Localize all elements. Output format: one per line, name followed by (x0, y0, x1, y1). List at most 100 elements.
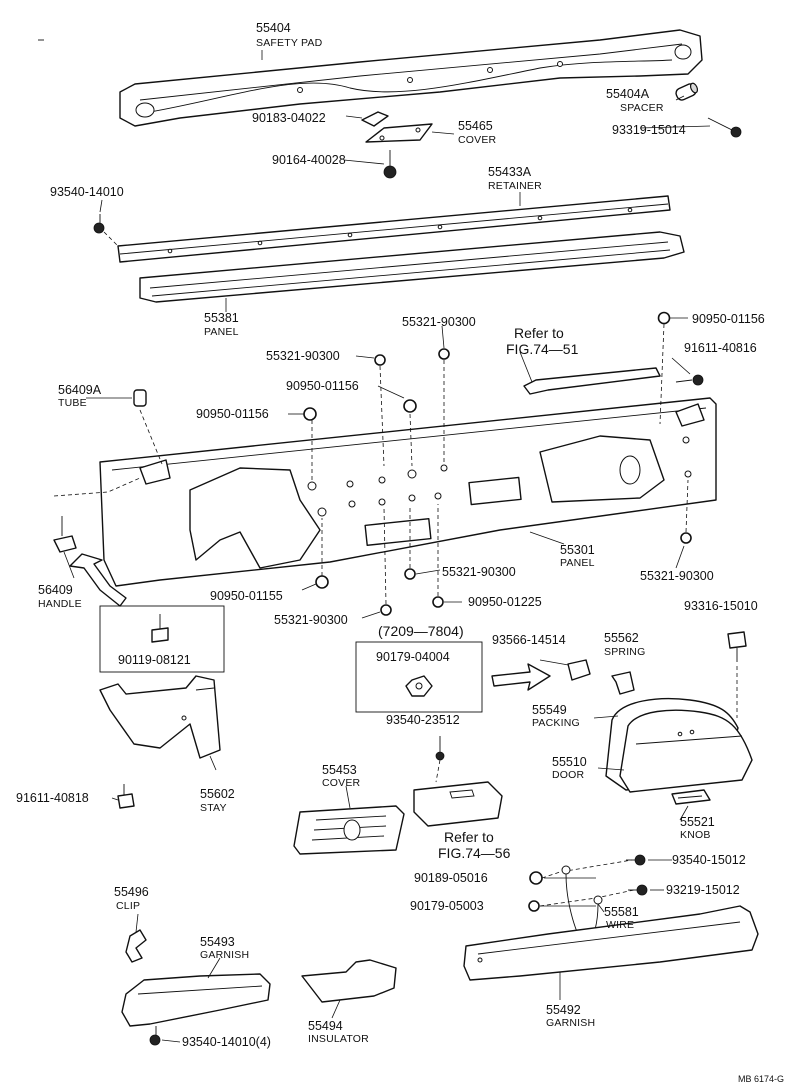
panel-55301-part (99, 397, 717, 587)
ref-fig-74-51-line1: Refer to (514, 325, 564, 341)
callout-55493-name: GARNISH (200, 949, 249, 961)
door-assembly-part (605, 697, 753, 793)
callout-55301-number: 55301 (560, 543, 595, 557)
drawing-code: MB 6174-G (738, 1074, 784, 1084)
callout-93319-15014: 93319-15014 (612, 123, 686, 137)
handle-part (53, 477, 141, 553)
screw-91611-40816-part (675, 374, 704, 386)
callout-55404-name: SAFETY PAD (256, 37, 323, 49)
callout-55404-number: 55404 (256, 21, 291, 35)
callout-91611-40818: 91611-40818 (16, 791, 89, 805)
callout-55404a-name: SPACER (620, 102, 664, 114)
pointer-arrow (69, 553, 127, 607)
stay-part (99, 675, 221, 759)
callout-56409a-name: TUBE (58, 397, 87, 409)
callout-93540-15012: 93540-15012 (672, 853, 746, 867)
cover-55465-part (365, 123, 433, 143)
callout-55496-number: 55496 (114, 885, 149, 899)
clip-93566-part (539, 659, 591, 681)
wire-fasteners (528, 854, 648, 912)
callout-55453-number: 55453 (322, 763, 357, 777)
ashtray-box-part (413, 781, 503, 827)
callout-55602-number: 55602 (200, 787, 235, 801)
callout-90164-40028: 90164-40028 (272, 153, 346, 167)
screw-93319-part (707, 117, 742, 138)
retainer-part (117, 195, 671, 263)
callout-55581-number: 55581 (604, 905, 639, 919)
flow-arrow (491, 663, 551, 691)
screw-93540-23512-part (435, 736, 445, 783)
callout-90950-01156-c: 90950-01156 (196, 407, 269, 421)
callout-56409-number: 56409 (38, 583, 73, 597)
callout-90950-01155: 90950-01155 (210, 589, 283, 603)
wire-part (561, 865, 603, 949)
fasteners-panel (303, 311, 692, 616)
callout-55465-number: 55465 (458, 119, 493, 133)
spring-part (611, 671, 635, 695)
bolt-box (99, 605, 225, 673)
bolt-93316-part (727, 631, 747, 718)
callout-55465-name: COVER (458, 134, 497, 146)
leader-lines (63, 50, 711, 1043)
callout-55510-number: 55510 (552, 755, 587, 769)
callout-90950-01225: 90950-01225 (468, 595, 542, 609)
callout-90183-04022: 90183-04022 (252, 111, 326, 125)
callout-93566-14514: 93566-14514 (492, 633, 566, 647)
callout-55433a-number: 55433A (488, 165, 532, 179)
labels: 55404 SAFETY PAD 55404A SPACER 90183-040… (16, 21, 784, 1084)
callout-55549-number: 55549 (532, 703, 567, 717)
callout-90950-01156-b: 90950-01156 (692, 312, 765, 326)
callout-90179-04004: 90179-04004 (376, 650, 450, 664)
callout-90189-05016: 90189-05016 (414, 871, 488, 885)
ref-fig-74-51-line2: FIG.74—51 (506, 341, 579, 357)
callout-55492-number: 55492 (546, 1003, 581, 1017)
ref-fig-74-56-line2: FIG.74—56 (438, 845, 511, 861)
callout-93540-14010-4: 93540-14010(4) (182, 1035, 271, 1049)
callout-55494-number: 55494 (308, 1019, 343, 1033)
callout-55510-name: DOOR (552, 769, 585, 781)
screw-90164-part (383, 150, 397, 179)
callout-90119-08121: 90119-08121 (118, 653, 191, 667)
safety-pad-part (119, 29, 703, 127)
callout-55562-name: SPRING (604, 646, 645, 658)
callout-55581-name: WIRE (606, 919, 634, 931)
callout-55521-name: KNOB (680, 829, 711, 841)
screw-93540-14010-4-part (149, 1026, 161, 1046)
callout-55301-name: PANEL (560, 557, 595, 569)
callout-55494-name: INSULATOR (308, 1033, 369, 1045)
panel-55381-part (139, 231, 685, 303)
ref-fig-74-56-line1: Refer to (444, 829, 494, 845)
garnish-55492-part (463, 905, 759, 981)
date-range-box (355, 641, 483, 713)
callout-55381-number: 55381 (204, 311, 239, 325)
callout-55404a-number: 55404A (606, 87, 650, 101)
callout-55321-90300-b: 55321-90300 (402, 315, 476, 329)
callout-55493-number: 55493 (200, 935, 235, 949)
callout-55562-number: 55562 (604, 631, 639, 645)
date-range-label: (7209—7804) (378, 623, 464, 639)
callout-55549-name: PACKING (532, 717, 580, 729)
callout-55453-name: COVER (322, 777, 361, 789)
cover-55453-part (293, 805, 405, 855)
callout-55321-90300-a: 55321-90300 (266, 349, 340, 363)
callout-93219-15012: 93219-15012 (666, 883, 740, 897)
callout-55381-name: PANEL (204, 326, 239, 338)
clip-90183-part (361, 111, 389, 127)
callout-55521-number: 55521 (680, 815, 715, 829)
callout-55433a-name: RETAINER (488, 180, 542, 192)
callout-93540-14010: 93540-14010 (50, 185, 124, 199)
insulator-part (301, 959, 397, 1003)
garnish-55493-part (121, 973, 271, 1027)
callout-55602-name: STAY (200, 802, 227, 814)
callout-55321-90300-d: 55321-90300 (442, 565, 516, 579)
callout-55496-name: CLIP (116, 900, 140, 912)
clip-55496-part (125, 929, 147, 963)
callout-55321-90300-c: 55321-90300 (640, 569, 714, 583)
knob-part (671, 789, 711, 805)
callout-55321-90300-e: 55321-90300 (274, 613, 348, 627)
callout-56409-name: HANDLE (38, 598, 82, 610)
callout-90179-05003: 90179-05003 (410, 899, 484, 913)
callout-90950-01156-a: 90950-01156 (286, 379, 359, 393)
spacer-part (675, 82, 699, 101)
